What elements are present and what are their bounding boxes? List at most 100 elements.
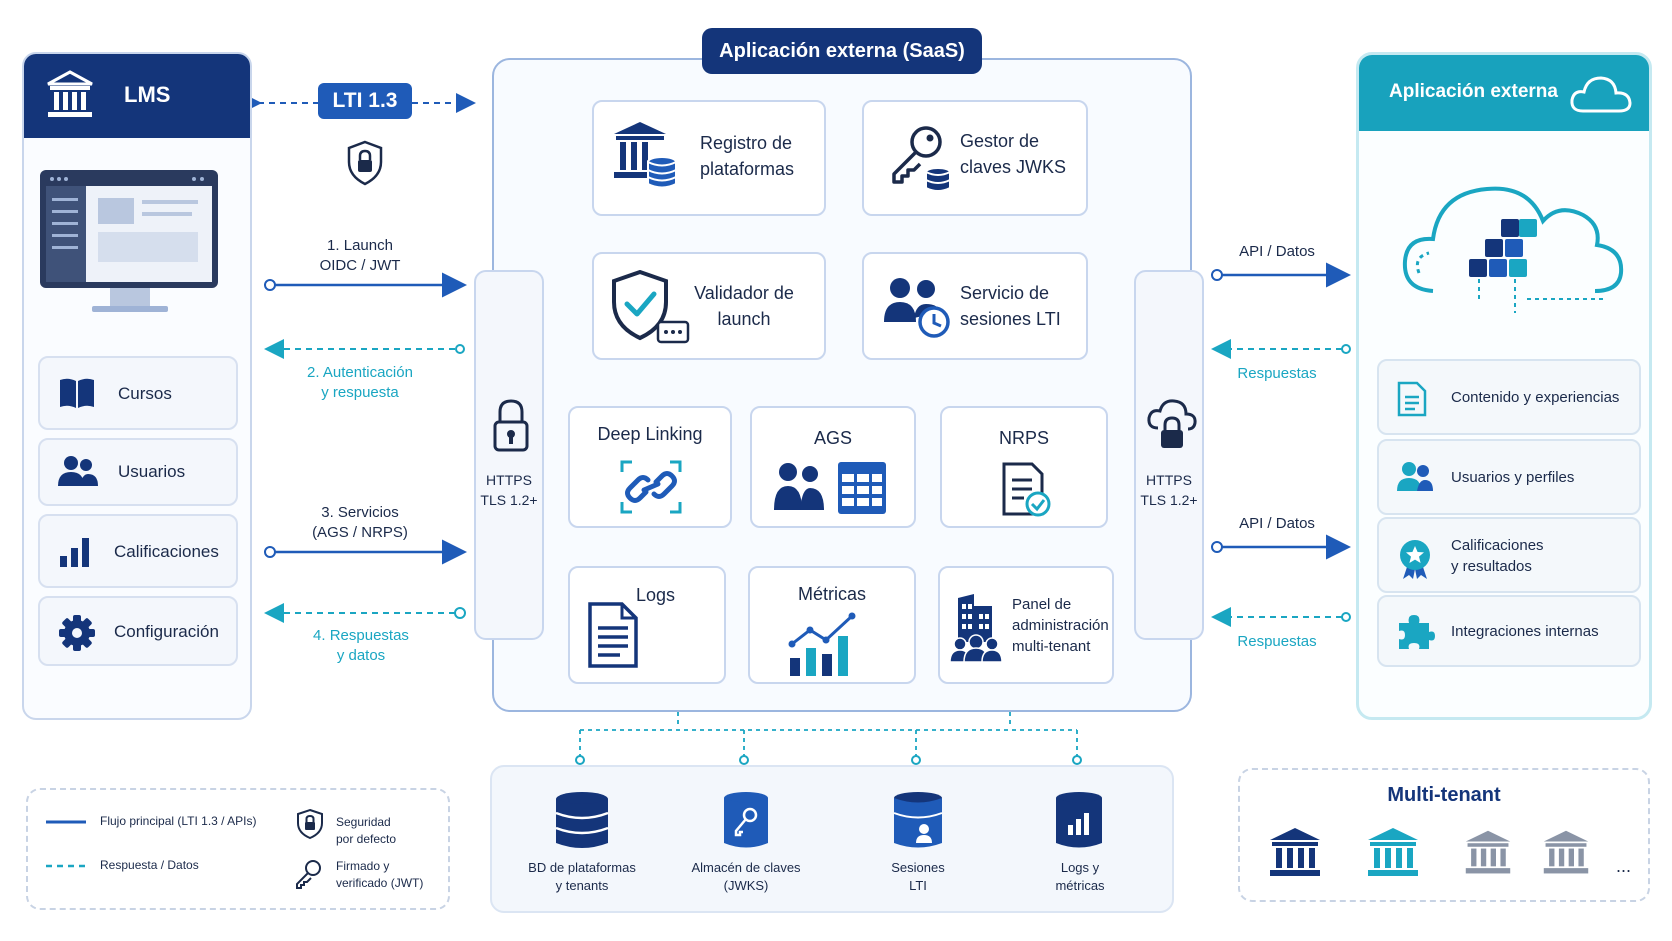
legend-response: Respuesta / Datos bbox=[100, 858, 199, 872]
lms-item-cursos[interactable]: Cursos bbox=[38, 356, 238, 430]
institution-database-icon bbox=[612, 120, 678, 192]
legend-lines bbox=[46, 820, 86, 868]
metrics-chart-icon bbox=[786, 612, 862, 678]
document-icon bbox=[588, 602, 640, 668]
link-icon bbox=[618, 458, 684, 516]
institution-icon bbox=[1268, 826, 1322, 880]
metricas-card[interactable]: Métricas bbox=[748, 566, 916, 684]
users-icon bbox=[1397, 461, 1433, 493]
db-label: Almacén de claves (JWKS) bbox=[691, 860, 801, 893]
lms-item-label: Configuración bbox=[114, 622, 219, 641]
gear-icon bbox=[58, 614, 96, 652]
users-clock-icon bbox=[884, 276, 952, 340]
flow-2-arrow bbox=[264, 339, 465, 359]
nrps-card[interactable]: NRPS bbox=[940, 406, 1108, 528]
saas-title: Aplicación externa (SaaS) bbox=[702, 28, 982, 74]
logs-label: Logs bbox=[636, 585, 676, 605]
puzzle-icon bbox=[1397, 613, 1435, 651]
lms-item-label: Calificaciones bbox=[114, 542, 219, 561]
https-right-pill: HTTPS TLS 1.2+ bbox=[1134, 270, 1204, 640]
database-icon bbox=[554, 791, 610, 851]
lms-item-usuarios[interactable]: Usuarios bbox=[38, 438, 238, 506]
more-tenants-ellipsis: ... bbox=[1616, 856, 1632, 876]
ext-item-calificaciones[interactable]: Calificaciones y resultados bbox=[1377, 517, 1641, 593]
ext-item-integraciones[interactable]: Integraciones internas bbox=[1377, 595, 1641, 667]
https-left-label: HTTPS TLS 1.2+ bbox=[480, 472, 538, 508]
gestor-label: Gestor de claves JWKS bbox=[960, 131, 1067, 177]
shield-check-icon bbox=[612, 270, 692, 346]
legend-main-flow: Flujo principal (LTI 1.3 / APIs) bbox=[100, 814, 257, 828]
servicio-sesiones-card[interactable]: Servicio de sesiones LTI bbox=[862, 252, 1088, 360]
session-database-icon bbox=[892, 791, 944, 851]
db-label: Sesiones LTI bbox=[891, 860, 945, 893]
key-icon bbox=[294, 858, 324, 890]
metricas-label: Métricas bbox=[797, 584, 866, 604]
ags-card[interactable]: AGS bbox=[750, 406, 916, 528]
institution-icon bbox=[1366, 826, 1420, 880]
flow-1-label: 1. Launch OIDC / JWT bbox=[319, 237, 401, 274]
lms-item-label: Usuarios bbox=[118, 462, 186, 481]
document-icon bbox=[1397, 381, 1427, 417]
star-badge-icon bbox=[1397, 539, 1433, 579]
lms-item-calificaciones[interactable]: Calificaciones bbox=[38, 514, 238, 588]
db-label: Logs y métricas bbox=[1055, 860, 1105, 893]
cloud-blocks-icon bbox=[1399, 173, 1629, 323]
api-1-arrow bbox=[1211, 262, 1351, 288]
validador-label: Validador de launch bbox=[694, 283, 794, 329]
multi-tenant-box: Multi-tenant ... bbox=[1238, 768, 1650, 902]
validador-launch-card[interactable]: Validador de launch bbox=[592, 252, 826, 360]
book-icon bbox=[58, 376, 96, 410]
users-grid-icon bbox=[774, 460, 890, 516]
ext-item-label: Contenido y experiencias bbox=[1451, 389, 1620, 406]
external-app-title: Aplicación externa bbox=[1389, 81, 1558, 102]
lms-panel: LMS Cursos Usuarios Ca bbox=[22, 52, 252, 720]
database-strip: BD de plataformas y tenants Almacén de c… bbox=[490, 765, 1174, 913]
servicio-label: Servicio de sesiones LTI bbox=[960, 283, 1061, 329]
lms-item-configuracion[interactable]: Configuración bbox=[38, 596, 238, 666]
lms-item-label: Cursos bbox=[118, 384, 172, 403]
external-app-header: Aplicación externa bbox=[1359, 55, 1649, 131]
legend-security: Seguridad por defecto bbox=[336, 815, 397, 846]
flow-2-label: 2. Autenticación y respuesta bbox=[307, 364, 413, 401]
https-left-pill: HTTPS TLS 1.2+ bbox=[474, 270, 544, 640]
db-label: BD de plataformas y tenants bbox=[528, 860, 636, 893]
lms-title: LMS bbox=[124, 82, 171, 107]
shield-lock-icon bbox=[296, 808, 324, 840]
gestor-jwks-card[interactable]: Gestor de claves JWKS bbox=[862, 100, 1088, 216]
resp-2-label: Respuestas bbox=[1237, 633, 1317, 650]
resp-1-arrow bbox=[1211, 339, 1351, 359]
nrps-label: NRPS bbox=[998, 428, 1049, 448]
shield-lock-icon bbox=[346, 140, 384, 186]
institution-icon bbox=[46, 70, 94, 120]
logs-card[interactable]: Logs bbox=[568, 566, 726, 684]
lms-header: LMS bbox=[24, 54, 250, 138]
institution-icon bbox=[1542, 828, 1590, 878]
ext-item-label: Integraciones internas bbox=[1451, 623, 1599, 640]
deep-linking-label: Deep Linking bbox=[597, 424, 703, 444]
resp-2-arrow bbox=[1211, 607, 1351, 627]
multi-tenant-title: Multi-tenant bbox=[1387, 784, 1501, 806]
flow-3-arrow bbox=[264, 539, 467, 565]
registro-label: Registro de plataformas bbox=[700, 133, 795, 179]
https-right-label: HTTPS TLS 1.2+ bbox=[1140, 472, 1198, 508]
cloud-icon bbox=[1569, 73, 1633, 115]
panel-admin-card[interactable]: Panel de administración multi-tenant bbox=[938, 566, 1114, 684]
ext-item-usuarios[interactable]: Usuarios y perfiles bbox=[1377, 439, 1641, 515]
deep-linking-card[interactable]: Deep Linking bbox=[568, 406, 732, 528]
bar-chart-icon bbox=[58, 534, 94, 568]
api-2-arrow bbox=[1211, 534, 1351, 560]
lti-badge: LTI 1.3 bbox=[318, 83, 412, 119]
flow-4-label: 4. Respuestas y datos bbox=[313, 627, 409, 664]
panel-label: Panel de administración multi-tenant bbox=[1012, 596, 1109, 655]
ext-item-contenido[interactable]: Contenido y experiencias bbox=[1377, 359, 1641, 435]
registro-plataformas-card[interactable]: Registro de plataformas bbox=[592, 100, 826, 216]
legend-signed: Firmado y verificado (JWT) bbox=[336, 859, 424, 890]
flow-3-label: 3. Servicios (AGS / NRPS) bbox=[312, 504, 408, 541]
resp-1-label: Respuestas bbox=[1237, 365, 1317, 382]
users-icon bbox=[58, 454, 98, 488]
flow-1-arrow bbox=[264, 272, 467, 298]
ext-item-label: Usuarios y perfiles bbox=[1451, 469, 1575, 486]
key-database-icon bbox=[722, 791, 770, 851]
external-app-panel: Aplicación externa Contenido y experienc… bbox=[1356, 52, 1652, 720]
db-connectors bbox=[579, 712, 1078, 760]
